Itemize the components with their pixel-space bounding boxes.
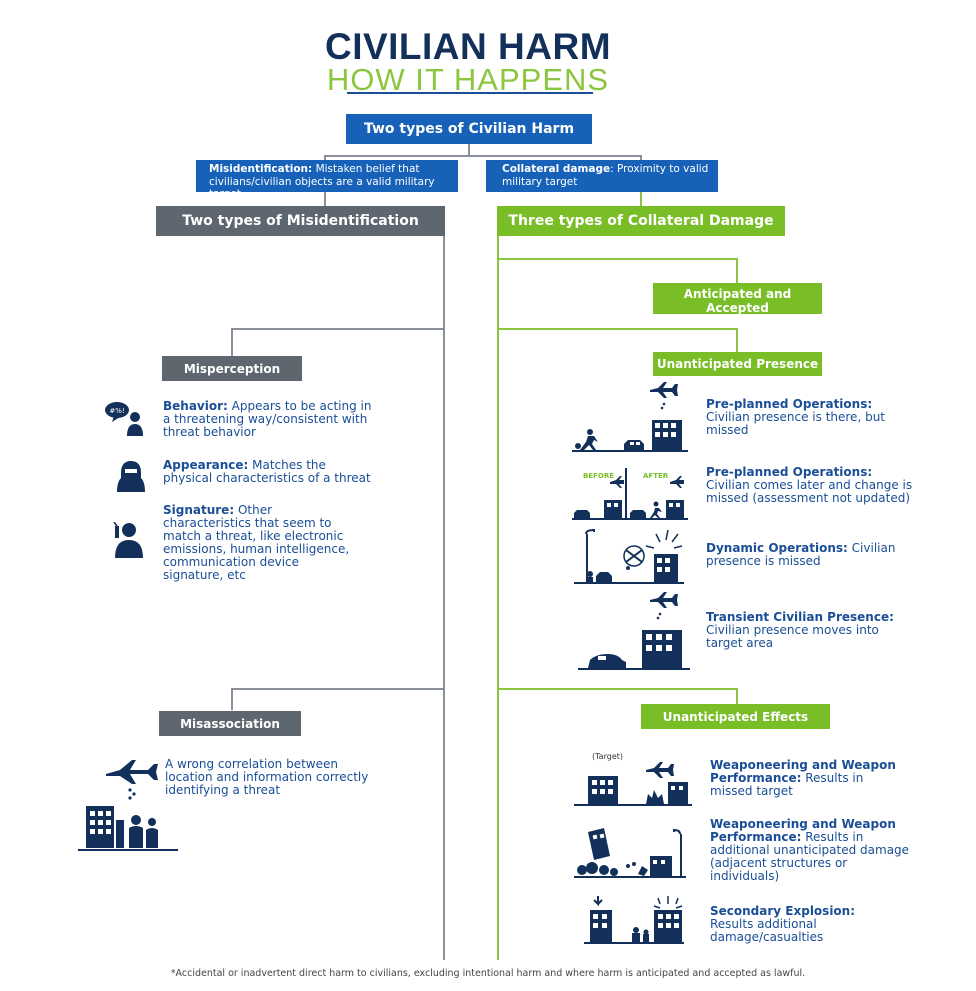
two-types-civilian-harm-label: Two types of Civilian Harm bbox=[363, 121, 575, 137]
unanticipated-effects-box: Unanticipated Effects bbox=[641, 704, 830, 729]
two-types-misidentification-header: Two types of Misidentification bbox=[156, 206, 445, 236]
behavior-term: Behavior: bbox=[163, 399, 228, 413]
branch-effects-v bbox=[736, 688, 738, 704]
before-label: BEFORE bbox=[583, 472, 615, 480]
presence-item-3-term: Dynamic Operations: bbox=[706, 541, 848, 555]
branch-anticipated-v bbox=[736, 258, 738, 284]
anticipated-accepted-box: Anticipated and Accepted (viewed as prop… bbox=[653, 283, 822, 325]
appearance-term: Appearance: bbox=[163, 458, 249, 472]
missed-target-buildings-icon bbox=[574, 762, 692, 806]
branch-anticipated-h bbox=[497, 258, 738, 260]
connector-top-vertical bbox=[468, 144, 470, 156]
presence-item-4-text: Civilian presence moves into target area bbox=[706, 623, 879, 650]
unanticipated-presence-box: Unanticipated Presence bbox=[653, 352, 822, 376]
signature-item: Signature: Other characteristics that se… bbox=[163, 504, 363, 582]
effects-item-2: Weaponeering and Weapon Performance: Res… bbox=[710, 818, 910, 883]
branch-misperception-v bbox=[231, 328, 233, 358]
presence-item-2-term: Pre-planned Operations: bbox=[706, 465, 873, 479]
effects-item-3-term: Secondary Explosion: bbox=[710, 904, 856, 918]
radio-person-icon bbox=[113, 522, 143, 558]
unanticipated-presence-label: Unanticipated Presence bbox=[656, 357, 819, 371]
presence-item-1-text: Civilian presence is there, but missed bbox=[706, 410, 885, 437]
connector-top-horizontal bbox=[324, 155, 642, 157]
branch-misassociation-v bbox=[231, 688, 233, 710]
appearance-item: Appearance: Matches the physical charact… bbox=[163, 459, 373, 485]
misidentification-text: Mistaken belief that civilians/civilian … bbox=[209, 163, 435, 200]
collateral-damage-box: Collateral damage: Proximity to valid mi… bbox=[486, 160, 718, 192]
secondary-explosion-icon bbox=[584, 896, 684, 944]
two-types-misidentification-label: Two types of Misidentification bbox=[182, 213, 419, 229]
footnote: *Accidental or inadvertent direct harm t… bbox=[170, 968, 806, 979]
title-line-1: CIVILIAN HARM bbox=[324, 26, 612, 67]
effects-item-1: Weaponeering and Weapon Performance: Res… bbox=[710, 759, 905, 798]
anticipated-accepted-label: Anticipated and Accepted bbox=[683, 287, 792, 315]
connector-mis-to-header bbox=[324, 192, 326, 206]
misidentification-term: Misidentification: bbox=[209, 163, 313, 175]
effects-item-3-text: Results additional damage/casualties bbox=[710, 917, 824, 944]
streetlamp-drone-building-icon bbox=[574, 528, 684, 584]
signature-text: Other characteristics that seem to match… bbox=[163, 503, 350, 582]
branch-effects-h bbox=[497, 688, 738, 690]
jet-car-building-icon bbox=[578, 592, 690, 670]
before-after-scene-icon bbox=[572, 468, 688, 520]
effects-item-1-text: Results in missed target bbox=[710, 771, 864, 798]
misidentification-box: Misidentification: Mistaken belief that … bbox=[196, 160, 458, 200]
appearance-text: Matches the physical characteristics of … bbox=[163, 458, 371, 485]
connector-top-right-drop bbox=[640, 155, 642, 161]
misperception-label: Misperception bbox=[183, 361, 281, 376]
three-types-collateral-label: Three types of Collateral Damage bbox=[508, 213, 774, 229]
misassociation-label: Misassociation bbox=[180, 716, 280, 731]
misassociation-text: A wrong correlation between location and… bbox=[165, 757, 369, 797]
presence-item-4-term: Transient Civilian Presence: bbox=[706, 610, 894, 624]
effects-item-2-text: Results in additional unanticipated dama… bbox=[710, 830, 910, 883]
connector-top-left-drop bbox=[324, 155, 326, 161]
behavior-item: Behavior: Appears to be acting in a thre… bbox=[163, 400, 373, 439]
misperception-box: Misperception bbox=[162, 356, 302, 381]
behavior-text: Appears to be acting in a threatening wa… bbox=[163, 399, 372, 439]
two-types-civilian-harm-box: Two types of Civilian Harm bbox=[346, 114, 592, 144]
svg-text:#%!: #%! bbox=[109, 407, 124, 415]
hooded-person-icon bbox=[117, 461, 145, 492]
connector-col-to-header bbox=[640, 192, 642, 206]
branch-misassociation-h bbox=[231, 688, 444, 690]
collateral-damage-text: : Proximity to valid military target bbox=[502, 163, 709, 188]
signature-term: Signature: bbox=[163, 503, 235, 517]
target-label: (Target) bbox=[592, 752, 623, 761]
branch-presence-v bbox=[736, 328, 738, 352]
speech-person-icon: #%! bbox=[105, 402, 143, 436]
branch-presence-h bbox=[497, 328, 738, 330]
collapsed-building-debris-icon bbox=[574, 828, 686, 878]
presence-item-2: Pre-planned Operations: Civilian comes l… bbox=[706, 466, 916, 505]
unanticipated-effects-label: Unanticipated Effects bbox=[662, 709, 809, 724]
presence-item-3-text: Civilian presence is missed bbox=[706, 541, 896, 568]
title-underline bbox=[347, 92, 593, 94]
presence-item-1: Pre-planned Operations: Civilian presenc… bbox=[706, 398, 906, 437]
effects-item-1-term: Weaponeering and Weapon Performance: bbox=[710, 758, 896, 785]
anticipated-accepted-sub: (viewed as proportional) bbox=[685, 315, 790, 325]
after-label: AFTER bbox=[643, 472, 669, 480]
presence-item-1-term: Pre-planned Operations: bbox=[706, 397, 873, 411]
effects-item-2-term: Weaponeering and Weapon Performance: bbox=[710, 817, 896, 844]
presence-item-2-text: Civilian comes later and change is misse… bbox=[706, 478, 913, 505]
three-types-collateral-header: Three types of Collateral Damage bbox=[497, 206, 785, 236]
presence-item-3: Dynamic Operations: Civilian presence is… bbox=[706, 542, 906, 568]
jet-running-person-car-building-icon bbox=[572, 382, 688, 452]
right-spine bbox=[497, 236, 499, 960]
effects-item-3: Secondary Explosion: Results additional … bbox=[710, 905, 900, 944]
presence-item-4: Transient Civilian Presence: Civilian pr… bbox=[706, 611, 906, 650]
title-line-2: HOW IT HAPPENS bbox=[326, 62, 610, 97]
collateral-damage-term: Collateral damage bbox=[502, 163, 611, 175]
jet-buildings-family-icon bbox=[78, 760, 178, 851]
branch-misperception-h bbox=[231, 328, 444, 330]
misassociation-box: Misassociation bbox=[159, 711, 301, 736]
left-spine bbox=[443, 236, 445, 960]
